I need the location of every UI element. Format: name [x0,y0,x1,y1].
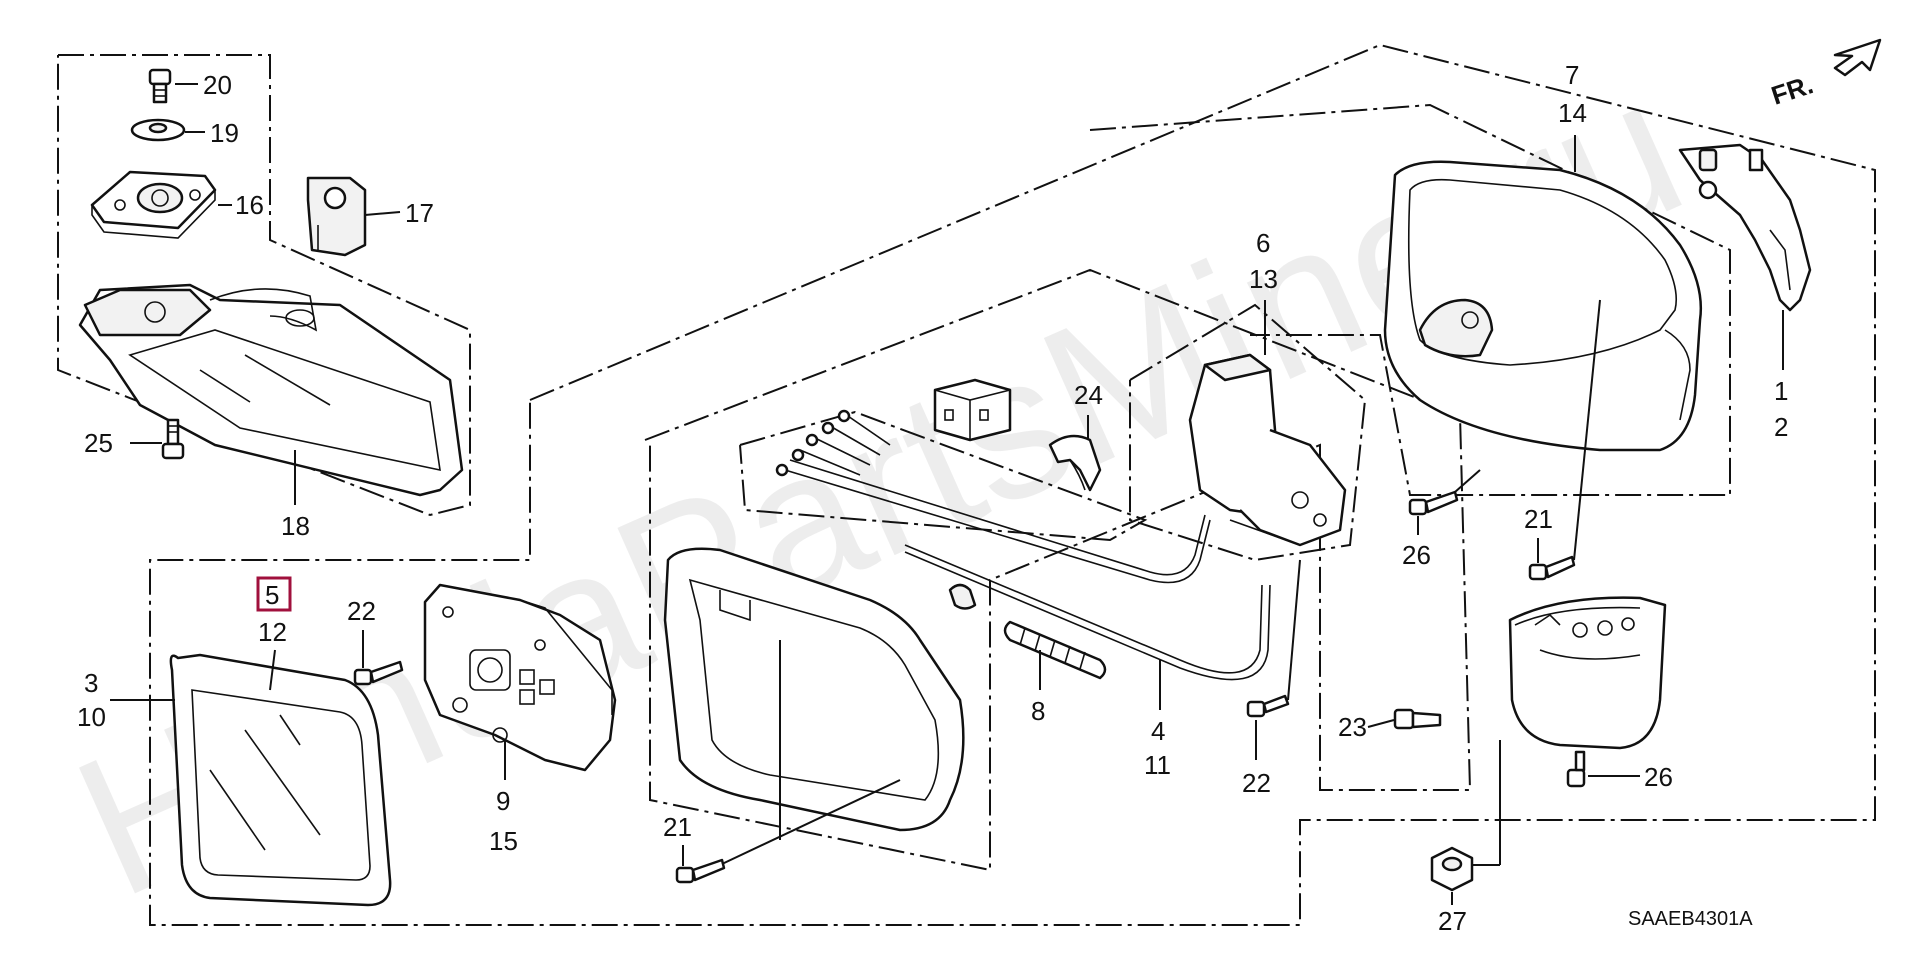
callout-19[interactable]: 19 [210,118,239,148]
callout-12[interactable]: 12 [258,617,287,647]
group-outline-mirror-assembly [149,43,1876,926]
forward-direction-arrow: FR. [1768,38,1882,111]
part-mirror-base-housing[interactable] [1508,596,1667,750]
callout-27[interactable]: 27 [1438,906,1467,936]
callout-20[interactable]: 20 [203,70,232,100]
part-24-harness-clip[interactable] [1048,434,1102,492]
callout-4[interactable]: 4 [1151,716,1165,746]
part-25-screw[interactable] [161,418,185,460]
group-outline-inner-housing [644,268,1472,872]
callout-8[interactable]: 8 [1031,696,1045,726]
part-26-screw-lower[interactable] [1566,750,1586,788]
group-outline-inner-mirror [57,54,471,517]
part-1-2-turn-signal-bracket[interactable] [1678,143,1812,312]
group-outline-harness [739,410,1148,542]
callout-16[interactable]: 16 [235,190,264,220]
part-7-14-mirror-cover[interactable] [1383,160,1702,452]
part-21-screw-right[interactable] [1528,555,1576,581]
callout-23[interactable]: 23 [1338,712,1367,742]
group-outline-actuator [1129,303,1367,562]
callout-11[interactable]: 11 [1144,750,1171,780]
fr-label: FR. [1768,69,1817,110]
callout-21-right[interactable]: 21 [1524,504,1553,534]
callout-14[interactable]: 14 [1558,98,1587,128]
part-8-grommet[interactable] [1003,620,1107,680]
callout-22-mid[interactable]: 22 [1242,768,1271,798]
callout-17[interactable]: 17 [405,198,434,228]
part-9-15-mirror-actuator[interactable] [423,583,617,772]
callout-26-lower[interactable]: 26 [1644,762,1673,792]
callout-9[interactable]: 9 [496,786,510,816]
callout-10[interactable]: 10 [77,702,106,732]
callout-7[interactable]: 7 [1565,60,1579,90]
part-20-screw[interactable] [148,68,172,104]
part-27-nut[interactable] [1430,846,1474,892]
highlight-box-part-5 [256,576,292,612]
callout-24[interactable]: 24 [1074,380,1103,410]
group-outline-cover [1089,103,1731,496]
callout-25[interactable]: 25 [84,428,113,458]
diagram-code: SAAEB4301A [1628,908,1753,930]
part-22-screw-mid[interactable] [1246,694,1290,718]
part-3-10-mirror-glass[interactable] [169,653,392,907]
part-22-screw-left[interactable] [353,660,404,686]
callout-13[interactable]: 13 [1249,264,1278,294]
callout-1[interactable]: 1 [1774,376,1788,406]
part-connector[interactable] [933,378,1012,442]
callout-18[interactable]: 18 [281,511,310,541]
part-26-screw-upper[interactable] [1408,490,1459,516]
part-wire-harness[interactable] [775,409,1211,584]
part-19-washer[interactable] [130,118,186,142]
callout-5[interactable]: 5 [265,580,279,610]
part-18-inner-rearview-mirror[interactable] [78,283,464,497]
callout-15[interactable]: 15 [489,826,518,856]
callout-22-left[interactable]: 22 [347,596,376,626]
part-16-mount-base[interactable] [90,170,217,239]
part-housing-frame[interactable] [663,547,965,832]
part-4-11-cable-rod[interactable] [904,544,1271,681]
part-17-cover-clip[interactable] [306,176,367,257]
part-6-13-mirror-motor[interactable] [1188,353,1347,547]
callout-21-bottom[interactable]: 21 [663,812,692,842]
callout-3[interactable]: 3 [84,668,98,698]
callout-6[interactable]: 6 [1256,228,1270,258]
callout-2[interactable]: 2 [1774,412,1788,442]
part-23-screw[interactable] [1393,708,1442,730]
callout-26-upper[interactable]: 26 [1402,540,1431,570]
part-21-screw-bottom[interactable] [675,858,726,884]
